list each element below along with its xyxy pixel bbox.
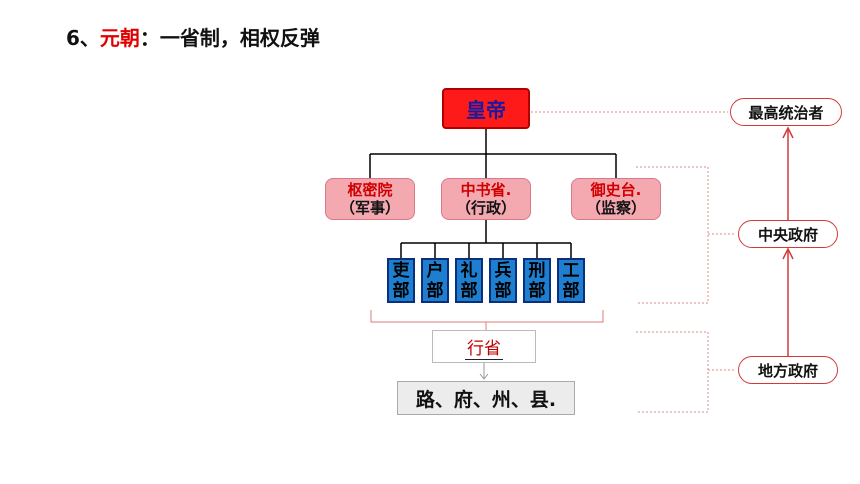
- ministry-name: 礼: [460, 260, 478, 281]
- shumiyuan-title: 枢密院: [347, 181, 393, 199]
- ministry-personnel: 吏 部: [387, 258, 415, 303]
- arrow-up-icon: [782, 126, 794, 139]
- shumiyuan-sub: （军事）: [339, 199, 400, 217]
- zhongshusheng-box: 中书省. （行政）: [441, 178, 531, 220]
- emperor-box: 皇帝: [442, 88, 530, 129]
- ministry-name: 户: [426, 260, 444, 281]
- province-label: 行省: [465, 334, 503, 360]
- title-number: 6、: [66, 26, 100, 50]
- zhongshusheng-sub: （行政）: [455, 199, 516, 217]
- ministry-suffix: 部: [494, 280, 512, 301]
- ministry-rites: 礼 部: [455, 258, 483, 303]
- yushitai-sub: （监察）: [585, 199, 646, 217]
- arrow-up-icon: [782, 247, 794, 260]
- title-dynasty: 元朝: [99, 26, 140, 50]
- ministry-name: 工: [562, 260, 580, 281]
- central-brace: [370, 310, 604, 323]
- yushitai-title: 御史台.: [590, 181, 642, 199]
- local-units-box: 路、府、州、县.: [397, 381, 575, 415]
- arrow-down-icon: [479, 373, 489, 380]
- province-box: 行省: [432, 330, 536, 363]
- ministry-war: 兵 部: [489, 258, 517, 303]
- guide-local-bracket: [636, 331, 709, 413]
- ministry-name: 刑: [528, 260, 546, 281]
- ministry-name: 兵: [494, 260, 512, 281]
- label-local-government: 地方政府: [738, 356, 838, 384]
- ministry-name: 吏: [392, 260, 410, 281]
- label-central-government: 中央政府: [738, 220, 838, 248]
- zhongshusheng-title: 中书省.: [460, 181, 512, 199]
- ministry-suffix: 部: [460, 280, 478, 301]
- guide-central-bracket: [636, 166, 709, 304]
- label-supreme-ruler: 最高统治者: [730, 98, 842, 126]
- yushitai-box: 御史台. （监察）: [571, 178, 661, 220]
- shumiyuan-box: 枢密院 （军事）: [325, 178, 415, 220]
- ministry-works: 工 部: [557, 258, 585, 303]
- ministry-justice: 刑 部: [523, 258, 551, 303]
- ministry-revenue: 户 部: [421, 258, 449, 303]
- ministry-suffix: 部: [528, 280, 546, 301]
- ministry-suffix: 部: [426, 280, 444, 301]
- ministry-suffix: 部: [562, 280, 580, 301]
- ministry-suffix: 部: [392, 280, 410, 301]
- title-text: ：一省制，相权反弹: [139, 26, 320, 50]
- page-title: 6、元朝：一省制，相权反弹: [66, 22, 320, 51]
